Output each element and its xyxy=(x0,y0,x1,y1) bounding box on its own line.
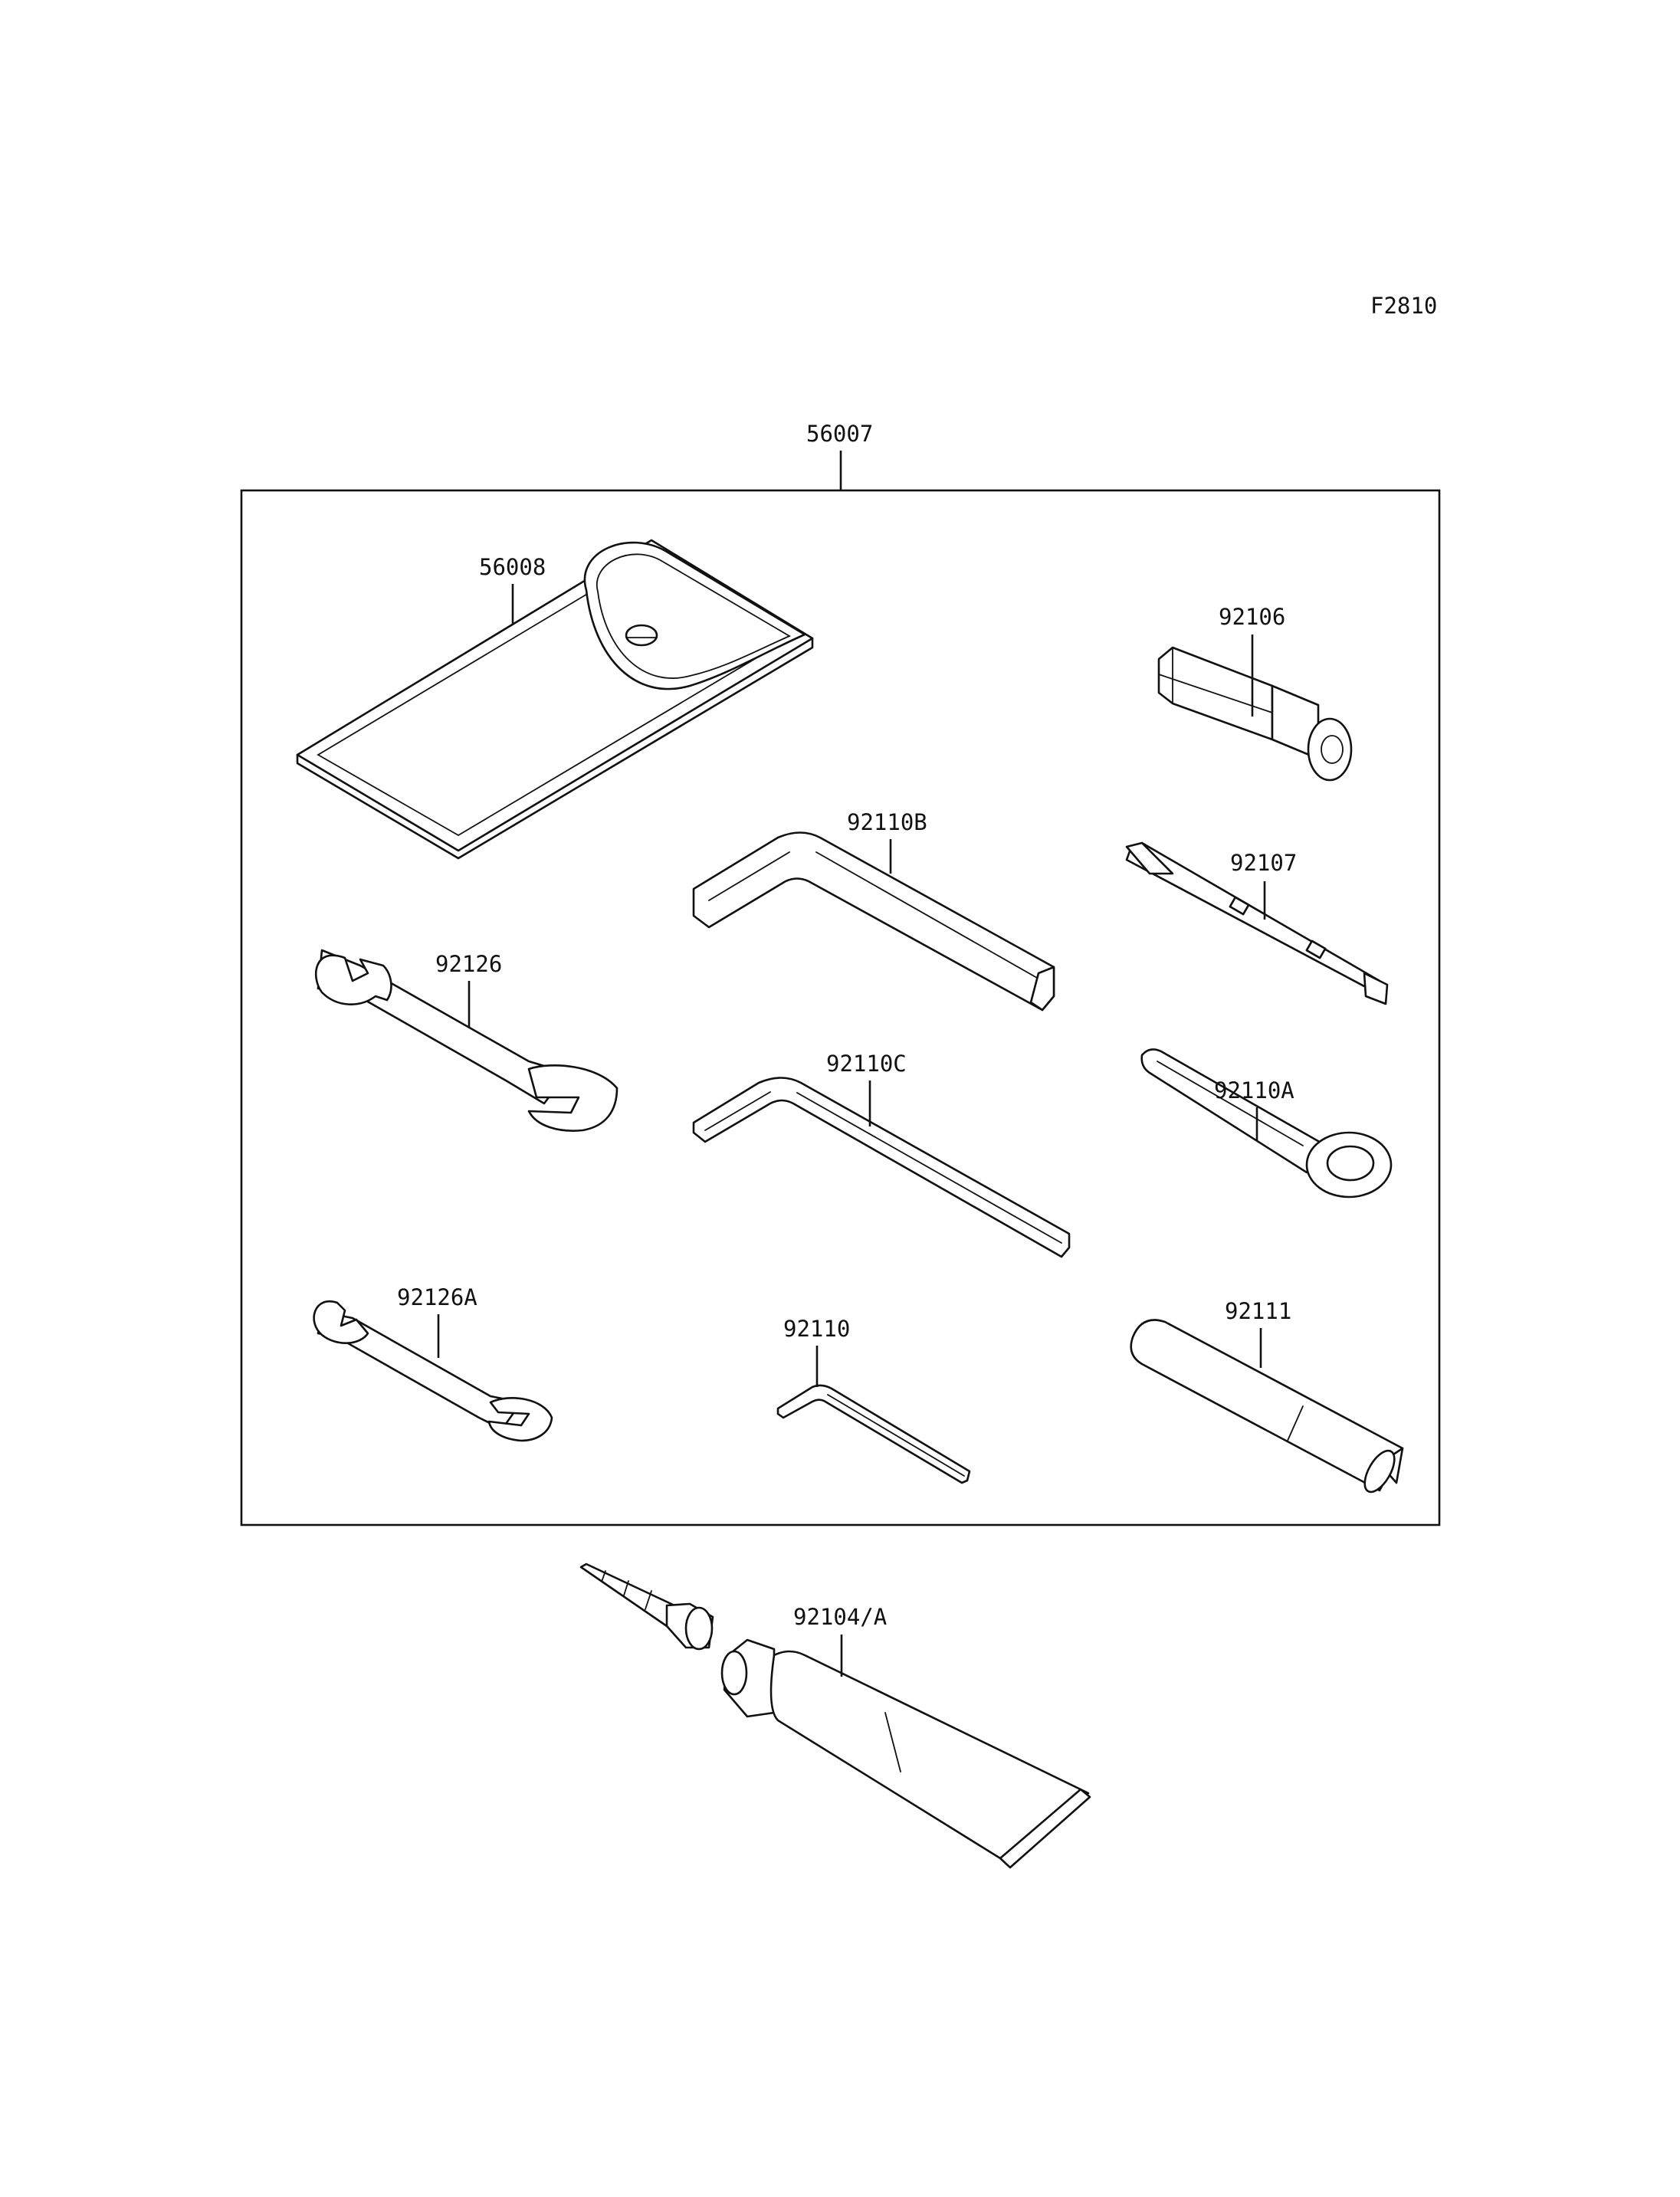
label-92110[interactable]: 92110 xyxy=(783,1316,850,1342)
label-92111[interactable]: 92111 xyxy=(1225,1298,1291,1324)
repair-tube-cap-end xyxy=(720,1650,748,1696)
label-92107[interactable]: 92107 xyxy=(1230,850,1297,876)
hex-wrench-92110c-body xyxy=(692,1077,1071,1258)
extension-handle-body xyxy=(1130,1319,1404,1492)
hex-wrench-92110-edge xyxy=(827,1394,965,1477)
hex-wrench-92110b-body xyxy=(692,831,1055,1012)
hex-wrench-92110b-tip xyxy=(1029,966,1055,1012)
label-92110a[interactable]: 92110A xyxy=(1214,1077,1294,1103)
hex-wrench-92110b-edge xyxy=(708,851,790,901)
extension-handle: 92111 xyxy=(1130,1298,1404,1494)
screwdriver-notch-1 xyxy=(1229,896,1250,916)
tool-bag: 56008 xyxy=(296,539,814,860)
repair-tube-nozzle-cap-end xyxy=(684,1606,714,1651)
socket-bit-hex-edge-2 xyxy=(1158,674,1273,713)
hex-wrench-92110c-edge xyxy=(704,1091,771,1131)
tool-bag-bottom-edge xyxy=(296,637,814,860)
label-92104a[interactable]: 92104/A xyxy=(793,1604,887,1630)
hex-wrench-92110b-edge-2 xyxy=(815,851,1043,982)
repair-tube-nozzle xyxy=(579,1562,676,1628)
label-92110b[interactable]: 92110B xyxy=(847,809,927,835)
socket-bit-end-inner xyxy=(1321,735,1344,764)
tool-kit-box xyxy=(240,489,1441,1526)
repair-tube-body xyxy=(769,1650,1090,1862)
ring-wrench: 92110A xyxy=(1140,1048,1393,1199)
wrench-92126a-head-left xyxy=(313,1300,369,1344)
wrench-92126-head-right xyxy=(527,1064,619,1132)
hex-wrench-92110c: 92110C xyxy=(692,1051,1071,1258)
label-92106[interactable]: 92106 xyxy=(1219,604,1285,630)
ring-wrench-ring-inner xyxy=(1326,1145,1375,1182)
screwdriver-notch-2 xyxy=(1305,939,1327,959)
tool-bag-body xyxy=(296,539,814,852)
figure-code: F2810 xyxy=(1370,293,1437,319)
repair-tube-nozzle-ring-3 xyxy=(645,1590,652,1610)
repair-tube-label-edge xyxy=(884,1712,901,1772)
label-92110c[interactable]: 92110C xyxy=(826,1051,907,1077)
wrench-92126a-head-right xyxy=(487,1397,553,1442)
hex-wrench-92110c-edge-2 xyxy=(796,1092,1062,1244)
socket-bit: 92106 xyxy=(1157,604,1353,782)
tool-bag-flap-inner xyxy=(596,553,791,679)
hex-wrench-92110b: 92110B xyxy=(692,809,1055,1012)
wrench-92126: 92126 xyxy=(314,949,619,1132)
label-92126a[interactable]: 92126A xyxy=(397,1284,477,1310)
tool-bag-flap xyxy=(583,541,806,690)
repair-tube-nozzle-ring-1 xyxy=(601,1570,606,1582)
screwdriver: 92107 xyxy=(1125,841,1389,1005)
snap-button-icon xyxy=(625,624,658,647)
screwdriver-blade-tip xyxy=(1125,841,1174,875)
label-56007[interactable]: 56007 xyxy=(806,421,873,447)
wrench-92126a: 92126A xyxy=(313,1284,553,1442)
repair-tube-nozzle-ring-2 xyxy=(623,1580,629,1596)
extension-handle-opening xyxy=(1363,1449,1396,1494)
wrench-92126-head-left xyxy=(314,954,392,1005)
label-92126[interactable]: 92126 xyxy=(435,951,502,977)
ring-wrench-handle-groove xyxy=(1157,1061,1304,1146)
socket-bit-end xyxy=(1307,717,1353,782)
hex-wrench-92110: 92110 xyxy=(776,1316,971,1484)
repair-tube-crimp xyxy=(999,1788,1091,1869)
extension-handle-ridge xyxy=(1287,1405,1304,1441)
hex-wrench-92110-body xyxy=(776,1384,971,1484)
tool-kit-assembly: 56007 xyxy=(240,421,1441,1526)
repair-tube: 92104/A xyxy=(579,1562,1091,1869)
label-56008[interactable]: 56008 xyxy=(479,554,546,580)
screwdriver-phillips-tip xyxy=(1363,972,1389,1005)
